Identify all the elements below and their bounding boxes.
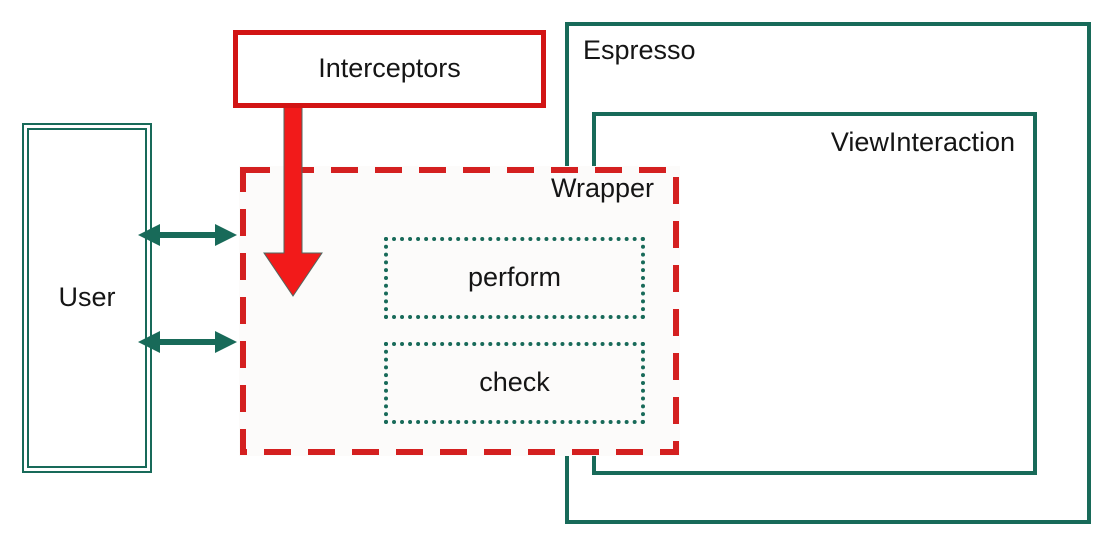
user-wrapper-arrow-top xyxy=(138,224,237,246)
user-box: User xyxy=(22,123,152,473)
check-label: check xyxy=(479,367,550,398)
interceptors-box: Interceptors xyxy=(233,30,546,108)
check-box: check xyxy=(384,342,645,424)
wrapper-dashed-border xyxy=(240,167,679,455)
perform-box: perform xyxy=(384,237,645,319)
user-wrapper-arrow-bottom xyxy=(138,331,237,353)
view-interaction-label: ViewInteraction xyxy=(830,127,1015,157)
wrapper-label: Wrapper xyxy=(550,173,654,203)
interceptors-label: Interceptors xyxy=(318,53,461,84)
perform-label: perform xyxy=(467,262,562,293)
espresso-label: Espresso xyxy=(583,35,696,65)
user-label: User xyxy=(58,282,116,313)
